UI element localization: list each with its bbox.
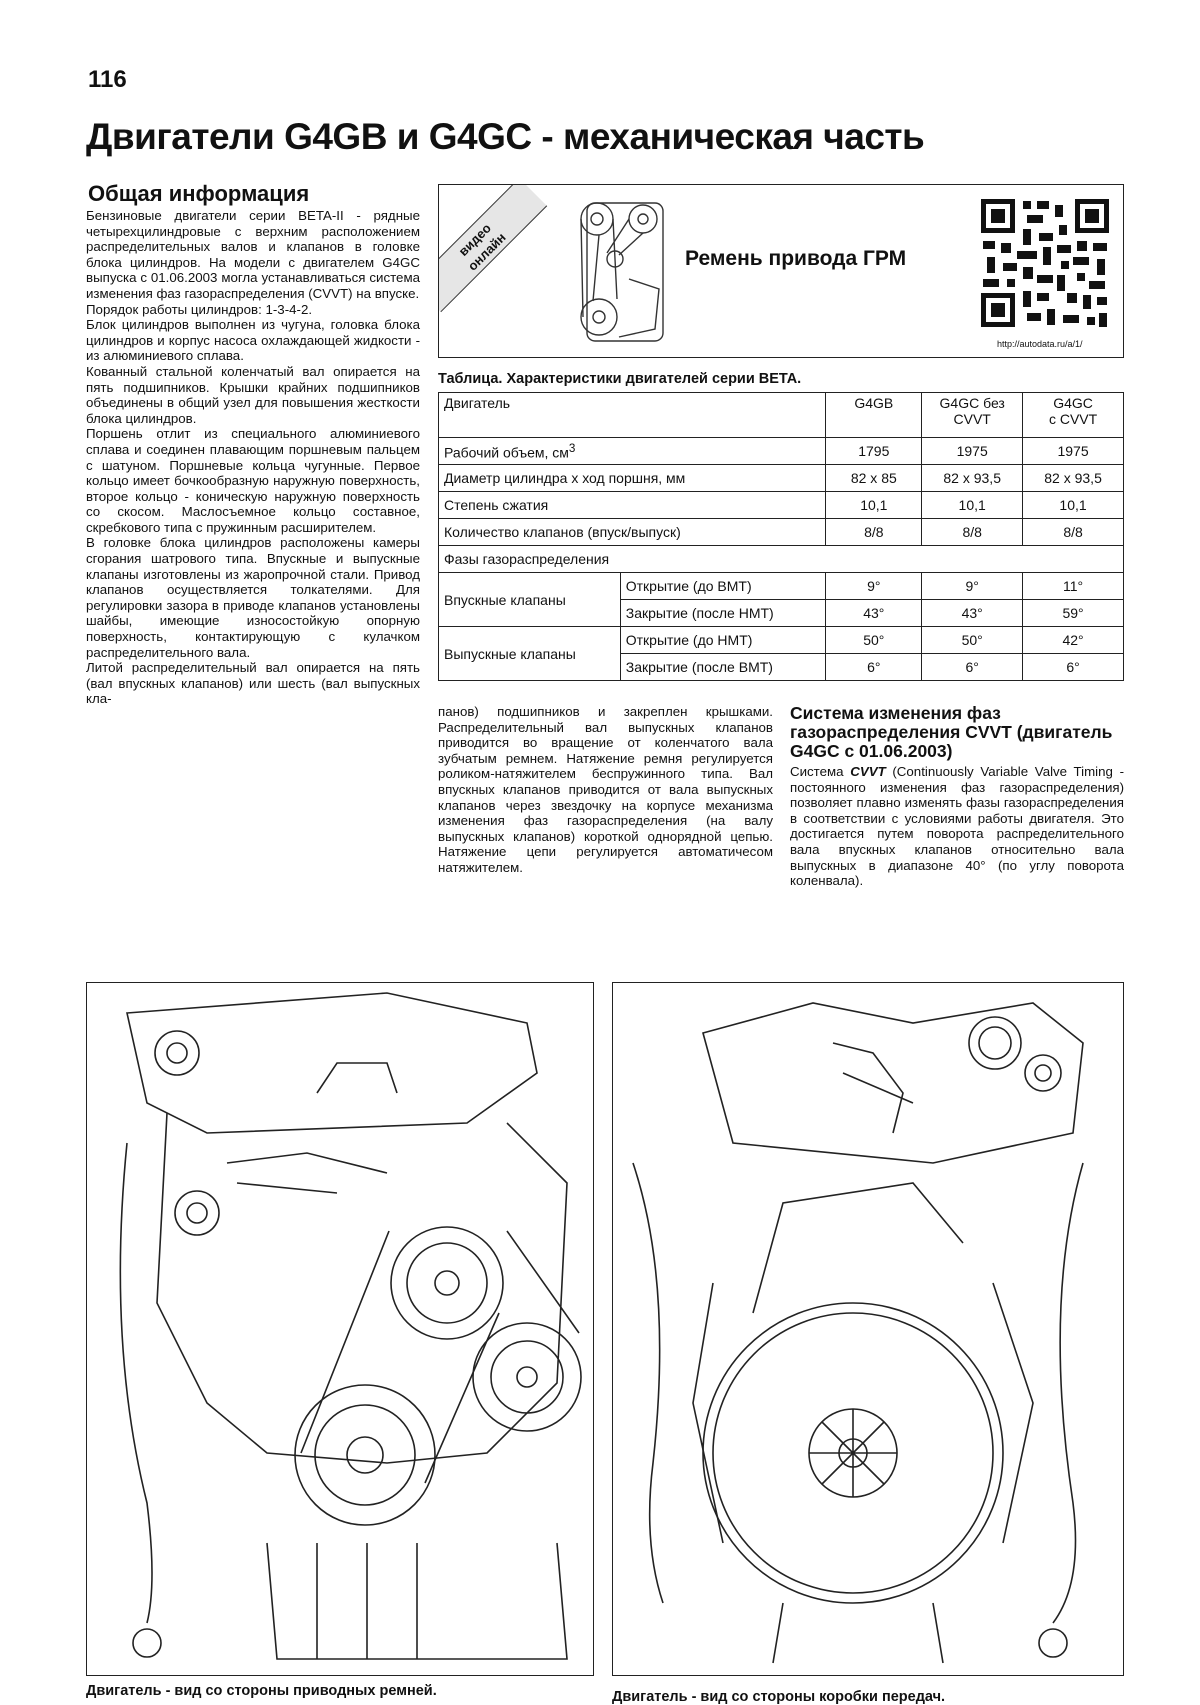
table-cell: 82 х 85 bbox=[825, 464, 923, 492]
video-url[interactable]: http://autodata.ru/a/1/ bbox=[997, 339, 1083, 349]
video-online-ribbon: видео онлайн bbox=[439, 185, 548, 313]
cvvt-section: Система изменения фаз газораспределения … bbox=[790, 704, 1124, 889]
header-line: CVVT bbox=[953, 411, 991, 427]
cvvt-text: (Continuously Variable Valve Timing - по… bbox=[790, 764, 1125, 889]
table-cell: 50° bbox=[921, 626, 1024, 654]
table-cell: 43° bbox=[921, 599, 1024, 627]
intake-label: Впускные клапаны bbox=[438, 572, 621, 627]
table-cell: 82 х 93,5 bbox=[921, 464, 1024, 492]
engine-gearbox-side-figure bbox=[612, 982, 1124, 1676]
qr-code-icon[interactable] bbox=[977, 195, 1113, 331]
row-label: Количество клапанов (впуск/выпуск) bbox=[437, 518, 827, 546]
cvvt-text: Система bbox=[790, 764, 851, 779]
engine-gearbox-side-drawing bbox=[632, 1002, 1084, 1664]
table-cell: 9° bbox=[825, 572, 923, 600]
paragraph: Бензиновые двигатели серии BETA-II - ряд… bbox=[86, 208, 420, 301]
cvvt-term: CVVT bbox=[850, 764, 886, 779]
row-label: Открытие (до ВМТ) bbox=[619, 572, 827, 600]
table-cell: 6° bbox=[921, 653, 1024, 681]
paragraph: Кованный стальной коленчатый вал опирает… bbox=[86, 363, 420, 426]
header-param: Двигатель bbox=[437, 392, 827, 438]
table-cell: 10,1 bbox=[825, 491, 923, 519]
cvvt-paragraph: Система CVVT (Continuously Variable Valv… bbox=[790, 764, 1124, 889]
table-cell: 10,1 bbox=[921, 491, 1024, 519]
table-cell: 10,1 bbox=[1022, 491, 1124, 519]
paragraph: В головке блока цилиндров расположены ка… bbox=[86, 535, 420, 660]
header-line: G4GC без bbox=[939, 395, 1005, 411]
table-row: Закрытие (после ВМТ) 6° 6° 6° bbox=[439, 653, 1124, 681]
table-row: Рабочий объем, см3 1795 1975 1975 bbox=[437, 437, 1124, 465]
engine-belt-side-figure bbox=[86, 982, 594, 1676]
row-label-text: Рабочий объем, см bbox=[444, 444, 569, 461]
table-cell: 6° bbox=[1022, 653, 1124, 681]
table-row: Впускные клапаны Открытие (до ВМТ) 9° 9°… bbox=[438, 572, 1124, 627]
table-cell: 11° bbox=[1022, 572, 1124, 600]
table-cell: 42° bbox=[1022, 626, 1124, 654]
table-cell: 9° bbox=[921, 572, 1024, 600]
table-cell: 43° bbox=[825, 599, 923, 627]
engine-belt-side-drawing bbox=[119, 992, 582, 1660]
table-caption: Таблица. Характеристики двигателей серии… bbox=[438, 371, 802, 387]
cvvt-heading: Система изменения фаз газораспределения … bbox=[790, 703, 1113, 761]
general-info-text: Бензиновые двигатели серии BETA-II - ряд… bbox=[86, 208, 420, 707]
exhaust-label: Выпускные клапаны bbox=[438, 626, 621, 681]
table-cell: 1975 bbox=[1022, 437, 1124, 465]
page-title: Двигатели G4GB и G4GC - механическая час… bbox=[86, 116, 925, 157]
header-col: G4GB bbox=[825, 392, 923, 438]
header-line: G4GC bbox=[1053, 395, 1093, 411]
table-cell: 6° bbox=[825, 653, 923, 681]
paragraph: панов) подшипников и закреплен крышками.… bbox=[438, 704, 773, 875]
paragraph: Поршень отлит из специального алюминиево… bbox=[86, 426, 420, 535]
table-row: Диаметр цилиндра х ход поршня, мм 82 х 8… bbox=[437, 464, 1124, 492]
row-label: Открытие (до НМТ) bbox=[619, 626, 827, 654]
header-line: с CVVT bbox=[1048, 411, 1098, 427]
row-label: Рабочий объем, см3 bbox=[437, 437, 827, 465]
general-info-heading: Общая информация bbox=[88, 181, 310, 206]
paragraph: Блок цилиндров выполнен из чугуна, голов… bbox=[86, 317, 420, 364]
unit-superscript: 3 bbox=[568, 441, 576, 455]
figure-caption-left: Двигатель - вид со стороны приводных рем… bbox=[86, 1683, 437, 1699]
video-online-box[interactable]: видео онлайн Ремень привода ГРМ bbox=[438, 184, 1124, 358]
figure-caption-right: Двигатель - вид со стороны коробки перед… bbox=[612, 1689, 946, 1705]
table-cell: 1975 bbox=[921, 437, 1024, 465]
table-cell: 82 х 93,5 bbox=[1022, 464, 1124, 492]
row-label: Степень сжатия bbox=[437, 491, 827, 519]
middle-column-text: панов) подшипников и закреплен крышками.… bbox=[438, 704, 773, 876]
table-cell: 59° bbox=[1022, 599, 1124, 627]
row-label: Диаметр цилиндра х ход поршня, мм bbox=[437, 464, 827, 492]
table-row: Выпускные клапаны Открытие (до НМТ) 50° … bbox=[438, 626, 1124, 681]
video-caption: Ремень привода ГРМ bbox=[685, 247, 907, 270]
phases-label: Фазы газораспределения bbox=[438, 545, 1124, 573]
table-cell: 8/8 bbox=[1022, 518, 1124, 546]
table-cell: 8/8 bbox=[825, 518, 923, 546]
table-row: Фазы газораспределения bbox=[438, 545, 1124, 573]
table-cell: 8/8 bbox=[921, 518, 1024, 546]
row-label: Закрытие (после НМТ) bbox=[619, 599, 827, 627]
paragraph: Литой распределительный вал опирается на… bbox=[86, 660, 420, 707]
table-row: Степень сжатия 10,1 10,1 10,1 bbox=[437, 491, 1124, 519]
table-row: Количество клапанов (впуск/выпуск) 8/8 8… bbox=[437, 518, 1124, 546]
row-label: Закрытие (после ВМТ) bbox=[619, 653, 827, 681]
table-cell: 50° bbox=[825, 626, 923, 654]
paragraph: Порядок работы цилиндров: 1-3-4-2. bbox=[86, 301, 313, 317]
table-cell: 1795 bbox=[825, 437, 923, 465]
page-number: 116 bbox=[88, 66, 127, 93]
timing-belt-drawing bbox=[580, 202, 664, 342]
